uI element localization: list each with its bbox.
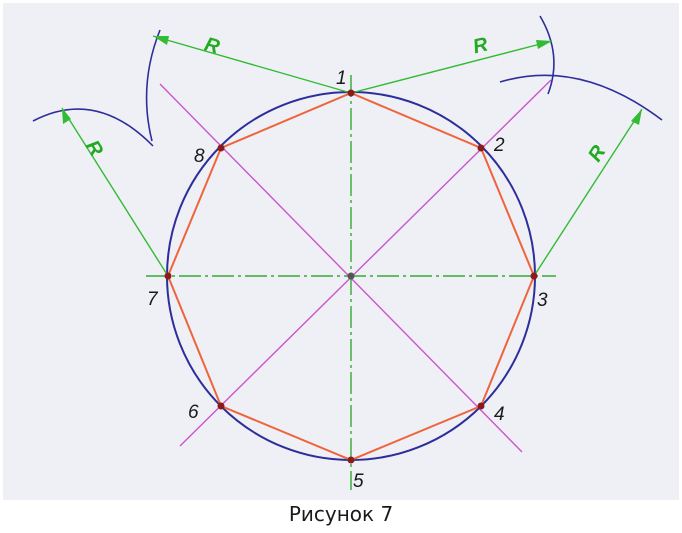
radius-line-left — [61, 107, 169, 277]
arc-top-right — [539, 15, 555, 95]
label-point-4: 4 — [494, 404, 505, 425]
label-point-7: 7 — [147, 289, 159, 310]
label-point-2: 2 — [493, 135, 505, 156]
drawing-background — [3, 3, 679, 500]
point-2 — [477, 144, 485, 152]
radius-line-right — [533, 108, 643, 277]
label-point-6: 6 — [188, 402, 199, 423]
radius-label-top-left: R — [202, 33, 222, 58]
radius-label-right: R — [584, 141, 611, 165]
point-3 — [530, 272, 538, 280]
point-8 — [217, 144, 225, 152]
point-5 — [347, 456, 355, 464]
label-point-1: 1 — [336, 68, 347, 89]
point-1 — [347, 89, 355, 97]
arc-top-left — [145, 29, 161, 142]
label-point-5: 5 — [353, 471, 364, 492]
radius-arrow-top-left — [153, 36, 169, 45]
point-4 — [477, 402, 485, 410]
diagonal-8-4 — [159, 83, 523, 453]
arc-left — [32, 108, 154, 147]
label-point-3: 3 — [537, 290, 548, 311]
point-6 — [217, 402, 225, 410]
radius-line-top-left — [152, 35, 352, 94]
label-point-8: 8 — [194, 146, 205, 167]
radius-arrow-right — [631, 109, 642, 125]
arc-right — [499, 74, 663, 121]
point-7 — [164, 272, 172, 280]
radius-label-top-right: R — [471, 33, 491, 58]
figure-caption: Рисунок 7 — [288, 502, 394, 526]
radius-line-top-right — [350, 40, 553, 94]
diagonal-2-6 — [179, 79, 552, 447]
radius-arrow-left — [62, 108, 71, 124]
radius-label-left: R — [81, 136, 108, 160]
radius-arrow-top-right — [536, 40, 552, 49]
center-point — [347, 272, 355, 280]
